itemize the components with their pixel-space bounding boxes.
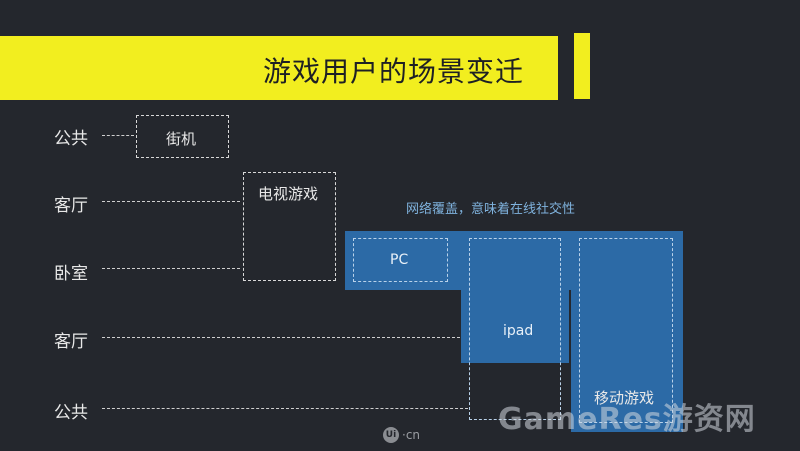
arcade-label: 街机 <box>166 130 197 148</box>
connector-line-living-room-1 <box>102 201 240 202</box>
row-label-living-room-2: 客厅 <box>54 332 88 352</box>
network-coverage-note: 网络覆盖，意味着在线社交性 <box>406 202 576 217</box>
mobile-game-box <box>579 238 673 423</box>
tv-game-label: 电视游戏 <box>258 185 319 203</box>
network-coverage-area-ipad <box>461 288 569 363</box>
accent-bar <box>574 33 590 99</box>
page-title: 游戏用户的场景变迁 <box>263 55 525 88</box>
row-label-public-2: 公共 <box>54 403 88 423</box>
tv-game-box <box>243 172 336 281</box>
connector-line-public-2 <box>102 408 468 409</box>
pc-box <box>353 238 448 282</box>
network-coverage-area-top <box>345 231 683 290</box>
uicn-logo-icon: Ui <box>383 427 399 443</box>
ipad-box <box>469 238 561 420</box>
pc-label: PC <box>390 252 409 268</box>
row-label-bedroom: 卧室 <box>54 264 88 284</box>
mobile-game-label: 移动游戏 <box>594 389 655 407</box>
connector-line-bedroom <box>102 268 240 269</box>
row-label-public-1: 公共 <box>54 129 88 149</box>
row-label-living-room-1: 客厅 <box>54 196 88 216</box>
connector-line-living-room-2 <box>102 337 460 338</box>
network-coverage-area-mobile <box>571 288 683 432</box>
connector-line-public-1 <box>102 135 134 136</box>
title-banner <box>0 36 558 100</box>
uicn-watermark-text: ·cn <box>402 428 421 442</box>
gameres-watermark: GameRes游资网 <box>498 402 756 437</box>
arcade-box <box>136 115 229 158</box>
ipad-label: ipad <box>503 323 534 339</box>
